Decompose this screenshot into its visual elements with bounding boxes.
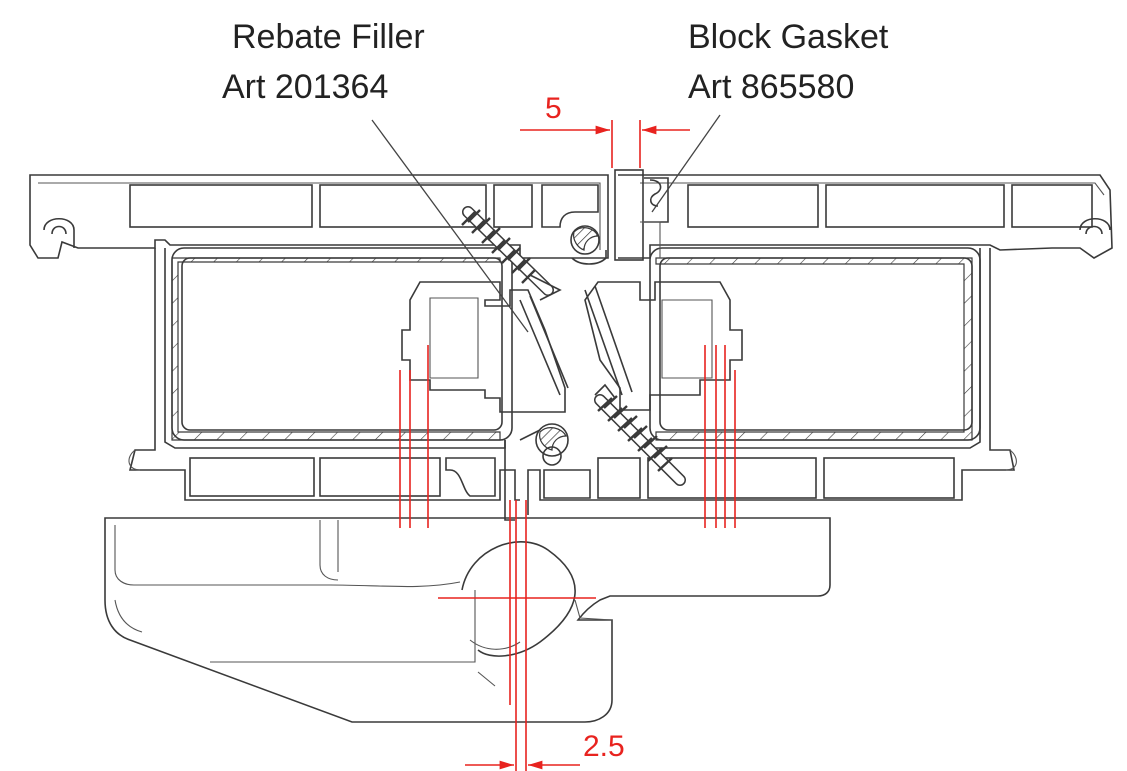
dimension-label-bottom: 2.5	[583, 730, 625, 763]
dimension-gap-top: 5	[520, 92, 690, 168]
red-centerlines	[399, 345, 736, 771]
right-steel-reinforcement	[649, 247, 981, 441]
block-gasket	[614, 169, 669, 261]
rebate-filler-art-number: Art 201364	[222, 68, 388, 106]
lower-fixing-screw	[594, 383, 686, 486]
dimension-gap-bottom: 2.5	[465, 730, 625, 770]
center-mullion	[401, 169, 743, 521]
dimension-label-top: 5	[545, 92, 562, 125]
left-frame-profile	[29, 174, 609, 501]
upper-seal-gasket	[570, 225, 607, 265]
rebate-filler-label: Rebate Filler	[232, 18, 425, 56]
upper-fixing-screw	[461, 206, 562, 301]
block-gasket-label: Block Gasket	[688, 18, 889, 56]
threshold-fitting	[104, 517, 831, 723]
left-steel-reinforcement	[171, 247, 513, 441]
block-gasket-art-number: Art 865580	[688, 68, 854, 106]
callout-leaders	[371, 114, 721, 333]
lower-seal-gasket	[535, 423, 569, 466]
